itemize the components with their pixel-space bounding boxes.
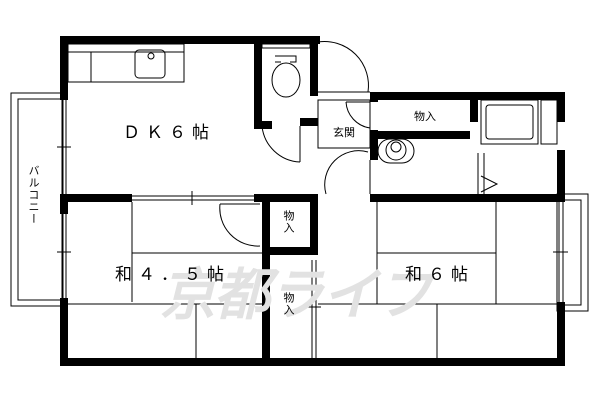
room-label-entrance: 玄関 bbox=[333, 126, 355, 139]
watermark: 京都ライフ bbox=[160, 263, 432, 328]
storage-label-middle-upper: 物入 bbox=[282, 210, 295, 234]
room-label-balcony: バルコニー bbox=[27, 165, 40, 225]
tatami-lines bbox=[68, 202, 557, 358]
room-label-washitsu-4-5: 和４．５帖 bbox=[115, 265, 230, 285]
storage-label-middle-lower: 物入 bbox=[282, 292, 295, 316]
room-label-dk: ＤＫ６帖 bbox=[123, 123, 215, 143]
walls bbox=[60, 36, 565, 366]
doors bbox=[219, 41, 371, 247]
windows bbox=[57, 100, 568, 358]
fixtures bbox=[67, 43, 558, 194]
room-label-washitsu-6: 和６帖 bbox=[405, 265, 474, 285]
storage-label-top: 物入 bbox=[414, 110, 436, 123]
